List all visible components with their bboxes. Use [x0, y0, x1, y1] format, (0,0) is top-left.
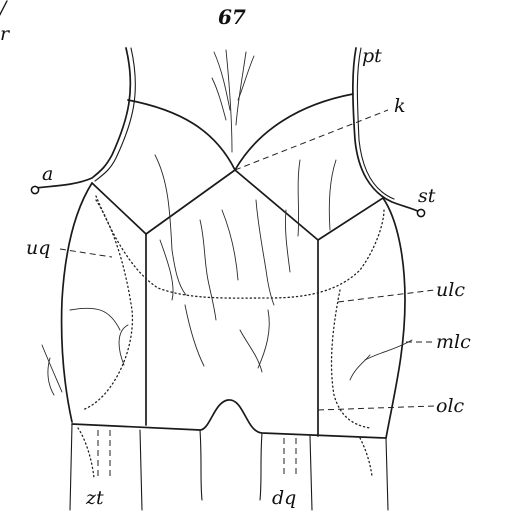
figure-number: 67	[218, 5, 246, 29]
label-k: k	[394, 95, 406, 117]
label-dq: dq	[272, 487, 296, 509]
label-a: a	[42, 163, 53, 185]
label-olc: olc	[436, 395, 465, 417]
right-outer-edge	[353, 48, 420, 212]
corner-mark-top: /	[0, 0, 8, 19]
right-body-outline	[383, 198, 405, 438]
label-uq: uq	[26, 237, 50, 259]
corner-mark-mid: r	[0, 23, 11, 45]
diamond-lines	[92, 170, 383, 240]
leader-lines	[60, 110, 434, 410]
label-mlc: mlc	[436, 331, 471, 353]
label-ulc: ulc	[436, 279, 465, 301]
bottom-baseline	[72, 400, 386, 438]
label-pt: pt	[362, 45, 382, 67]
central-vein-tree	[212, 50, 254, 152]
label-zt: zt	[85, 487, 104, 509]
left-upper-arc	[128, 100, 235, 170]
right-knob	[417, 209, 424, 216]
left-knob	[31, 186, 38, 193]
interior-veins	[42, 155, 412, 395]
right-upper-arc	[235, 94, 353, 170]
left-body-outline	[62, 183, 92, 422]
label-st: st	[418, 185, 436, 207]
